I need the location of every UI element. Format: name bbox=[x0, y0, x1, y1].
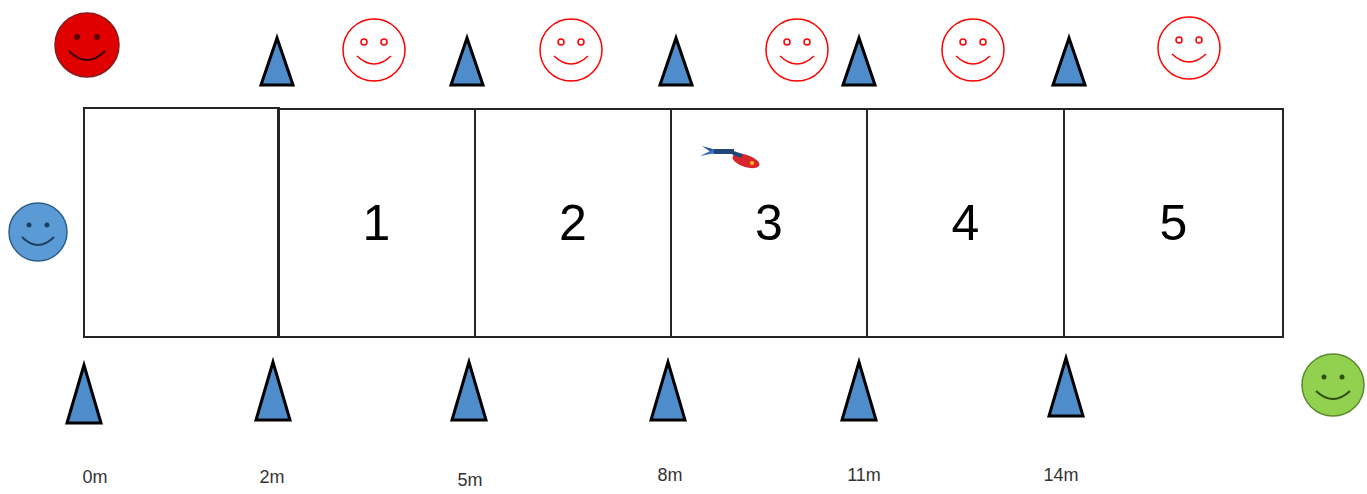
cone bbox=[1049, 358, 1083, 416]
zone-number: 2 bbox=[559, 198, 587, 248]
zone-number: 1 bbox=[363, 198, 391, 248]
zone-box: 3 bbox=[670, 108, 868, 338]
distance-label: 14m bbox=[1043, 466, 1078, 484]
player-face bbox=[343, 19, 405, 81]
distance-label: 2m bbox=[259, 468, 284, 486]
cone bbox=[843, 38, 875, 85]
distance-label: 0m bbox=[82, 468, 107, 486]
cone bbox=[651, 362, 685, 420]
start-zone bbox=[84, 108, 279, 337]
dart bbox=[700, 146, 761, 171]
player-face bbox=[540, 19, 602, 81]
cone bbox=[451, 38, 483, 85]
cone bbox=[660, 38, 692, 85]
player-face bbox=[766, 19, 828, 81]
cone bbox=[256, 362, 290, 420]
zone-number: 3 bbox=[755, 198, 783, 248]
distance-label: 8m bbox=[657, 466, 682, 484]
cone bbox=[1053, 38, 1085, 85]
green-player-face bbox=[1302, 354, 1364, 416]
zone-box: 1 bbox=[277, 108, 476, 338]
cone bbox=[842, 362, 876, 420]
zone-number: 4 bbox=[952, 198, 980, 248]
zone-box: 5 bbox=[1063, 108, 1284, 338]
distance-label: 11m bbox=[847, 466, 881, 484]
cone bbox=[452, 362, 486, 420]
zone-box: 2 bbox=[474, 108, 672, 338]
distance-label: 5m bbox=[457, 471, 482, 489]
blue-player-face bbox=[9, 203, 67, 261]
red-player-face bbox=[55, 13, 119, 77]
player-face bbox=[1158, 17, 1220, 79]
player-face bbox=[942, 19, 1004, 81]
cone bbox=[261, 38, 293, 85]
zone-box: 4 bbox=[866, 108, 1065, 338]
zone-number: 5 bbox=[1160, 198, 1188, 248]
cone bbox=[67, 365, 101, 423]
